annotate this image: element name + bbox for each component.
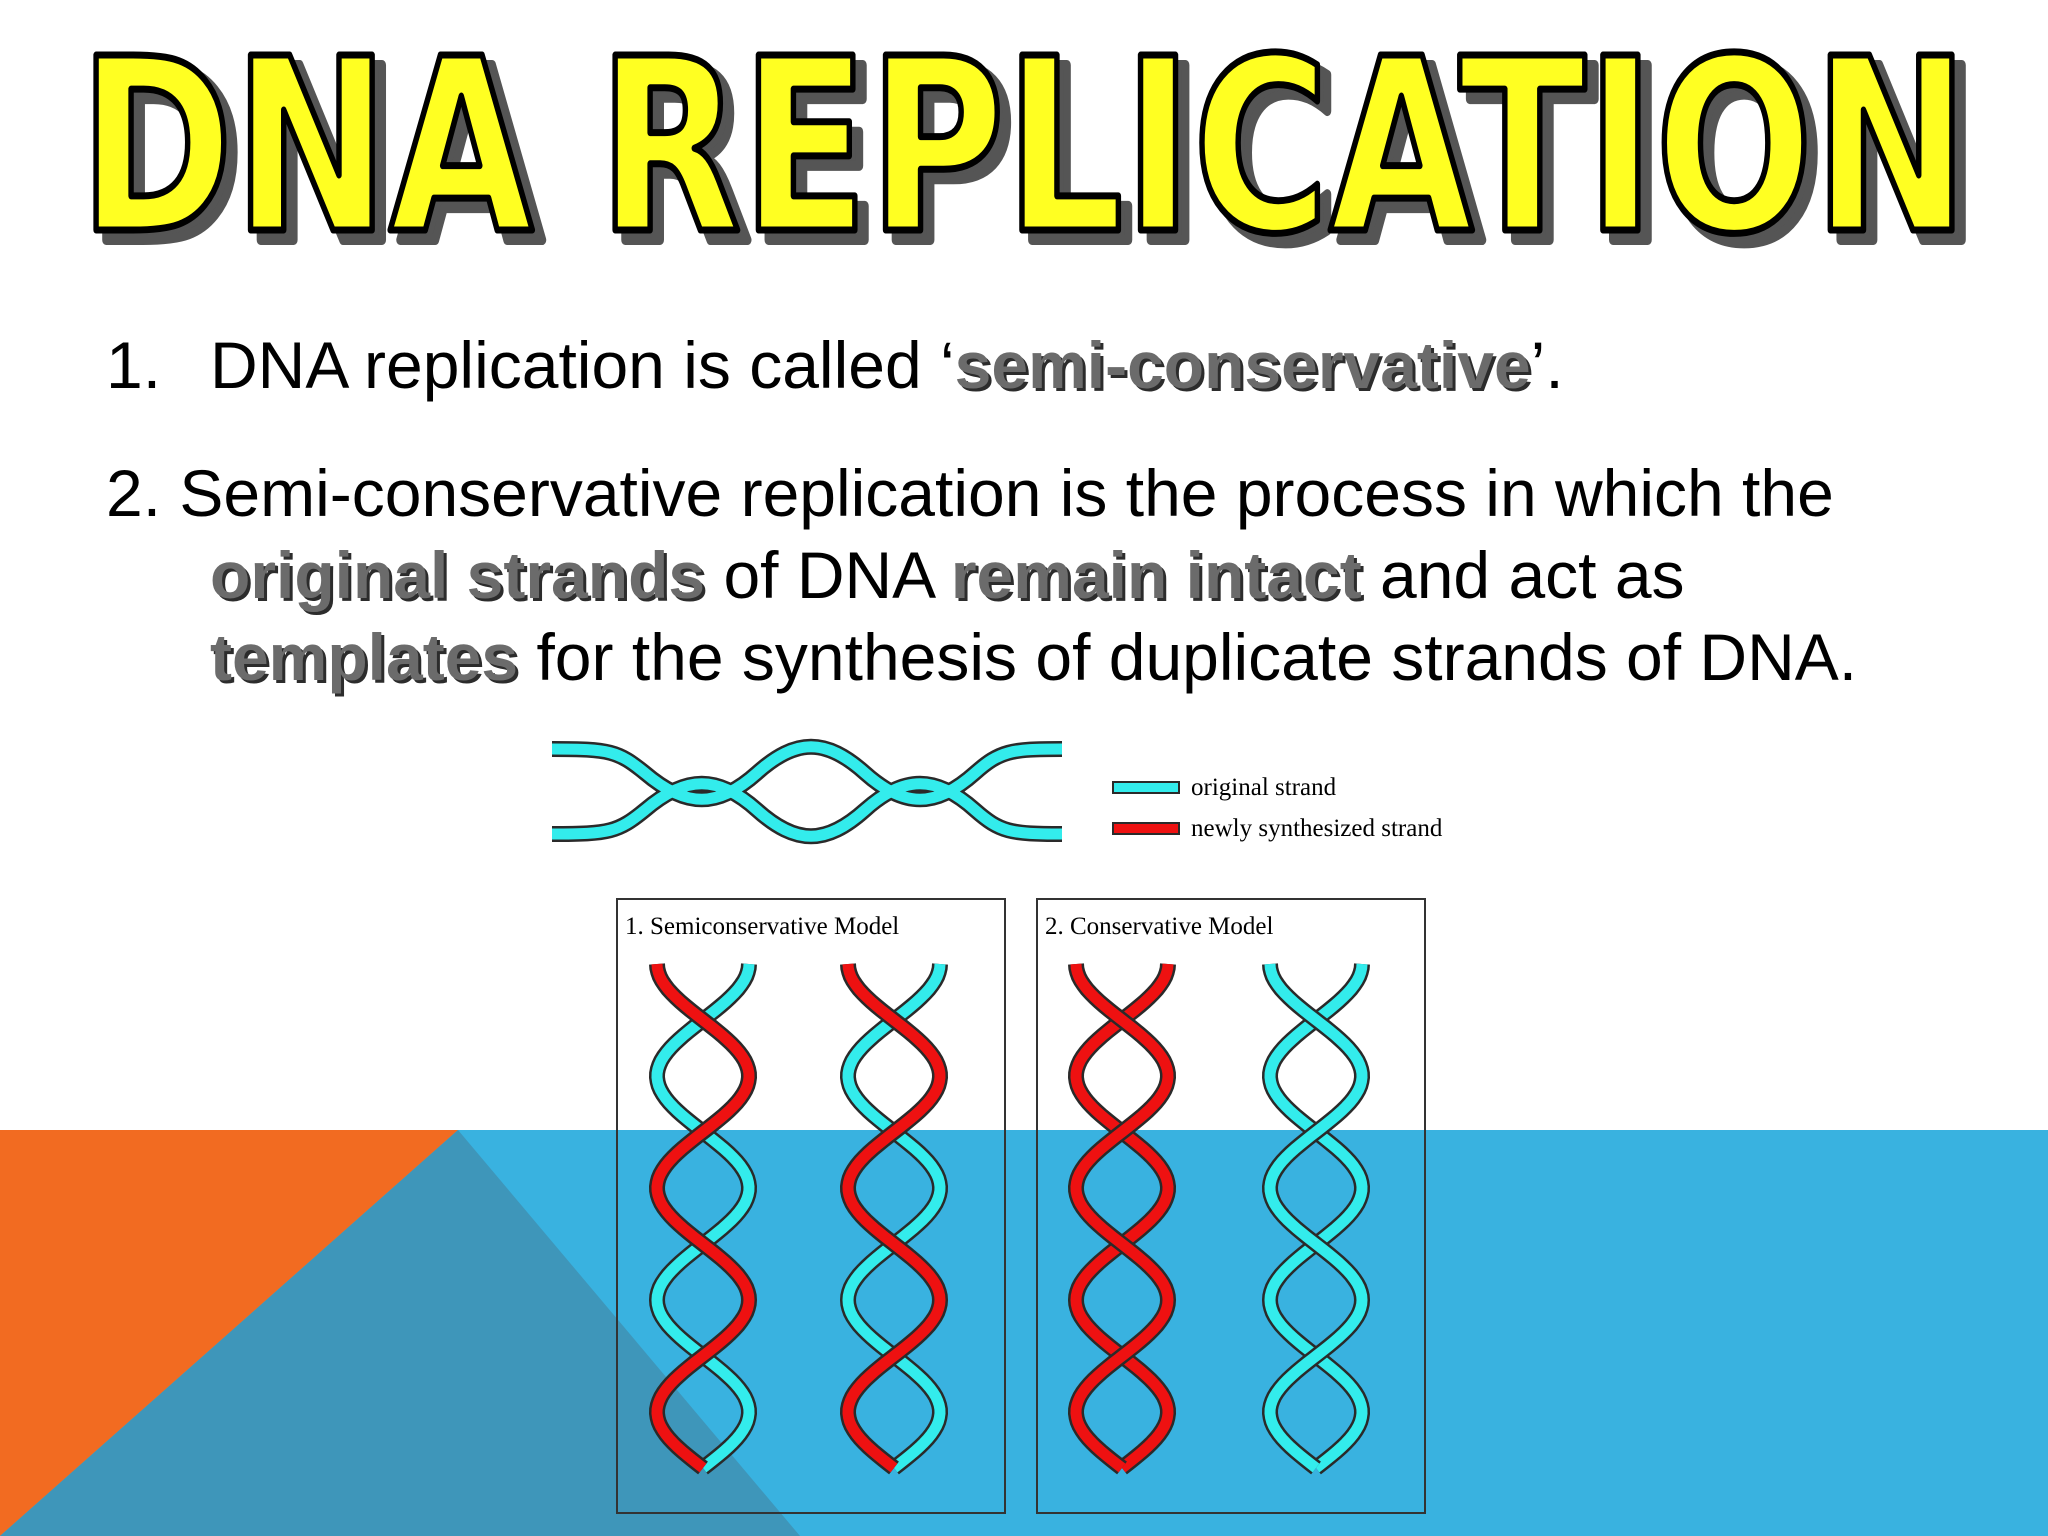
point-semi-conservative: 1. DNA replication is called ‘semi-conser… [106,324,1564,406]
model-2-label: 2. Conservative Model [1045,913,1273,940]
point-2-text-1: of DNA [705,538,951,612]
dark-blue-wedge [0,1130,800,1536]
point-definition: 2. Semi-conservative replication is the … [106,452,1857,698]
conservative-new-helix-strand-1 [1070,963,1174,1473]
slide-title: DNA REPLICATION DNA REPLICATION [0,30,2048,300]
parent-dna-helix [551,738,1063,845]
conservative-parent-helix-strand-2 [1264,963,1368,1473]
legend-original-label: original strand [1191,774,1337,801]
term-original-strands: original strands [210,538,706,612]
legend-original-swatch [1112,781,1180,794]
legend-new-swatch [1112,822,1180,835]
point-1-text: DNA replication is called ‘ [210,328,955,402]
point-1-end: ’. [1530,328,1564,402]
point-2-line-3: templates for the synthesis of duplicate… [106,616,1857,698]
point-2-line-1: Semi-conservative replication is the pro… [179,456,1834,530]
replication-models-figure: original strand newly synthesized strand… [540,720,1500,1520]
term-remain-intact: remain intact [950,538,1362,612]
point-2-text-2: and act as [1361,538,1685,612]
title-text: DNA REPLICATION [79,30,1969,287]
top-strand-b [551,778,1063,842]
point-1-number: 1. [106,328,162,402]
title-shadow: DNA REPLICATION [89,30,1979,297]
conservative-new-helix-strand-2 [1070,963,1174,1473]
top-strand-a [551,741,1063,805]
legend-new-label: newly synthesized strand [1191,815,1443,842]
conservative-parent-helix-strand-1 [1264,963,1368,1473]
point-2-number: 2. [106,456,162,530]
model-1-panel [616,898,1006,1514]
term-semi-conservative: semi-conservative [954,328,1531,402]
semiconservative-daughter-1-strand-2 [651,963,755,1473]
semiconservative-daughter-2-strand-1 [842,963,946,1473]
model-1-label: 1. Semiconservative Model [625,913,899,940]
model-2-panel [1036,898,1426,1514]
semiconservative-daughter-2-strand-2 [842,963,946,1473]
point-2-line-2: original strands of DNA remain intact an… [106,534,1857,616]
point-2-text-3: for the synthesis of duplicate strands o… [518,620,1858,694]
term-templates: templates [210,620,519,694]
semiconservative-daughter-1-strand-1 [651,963,755,1473]
